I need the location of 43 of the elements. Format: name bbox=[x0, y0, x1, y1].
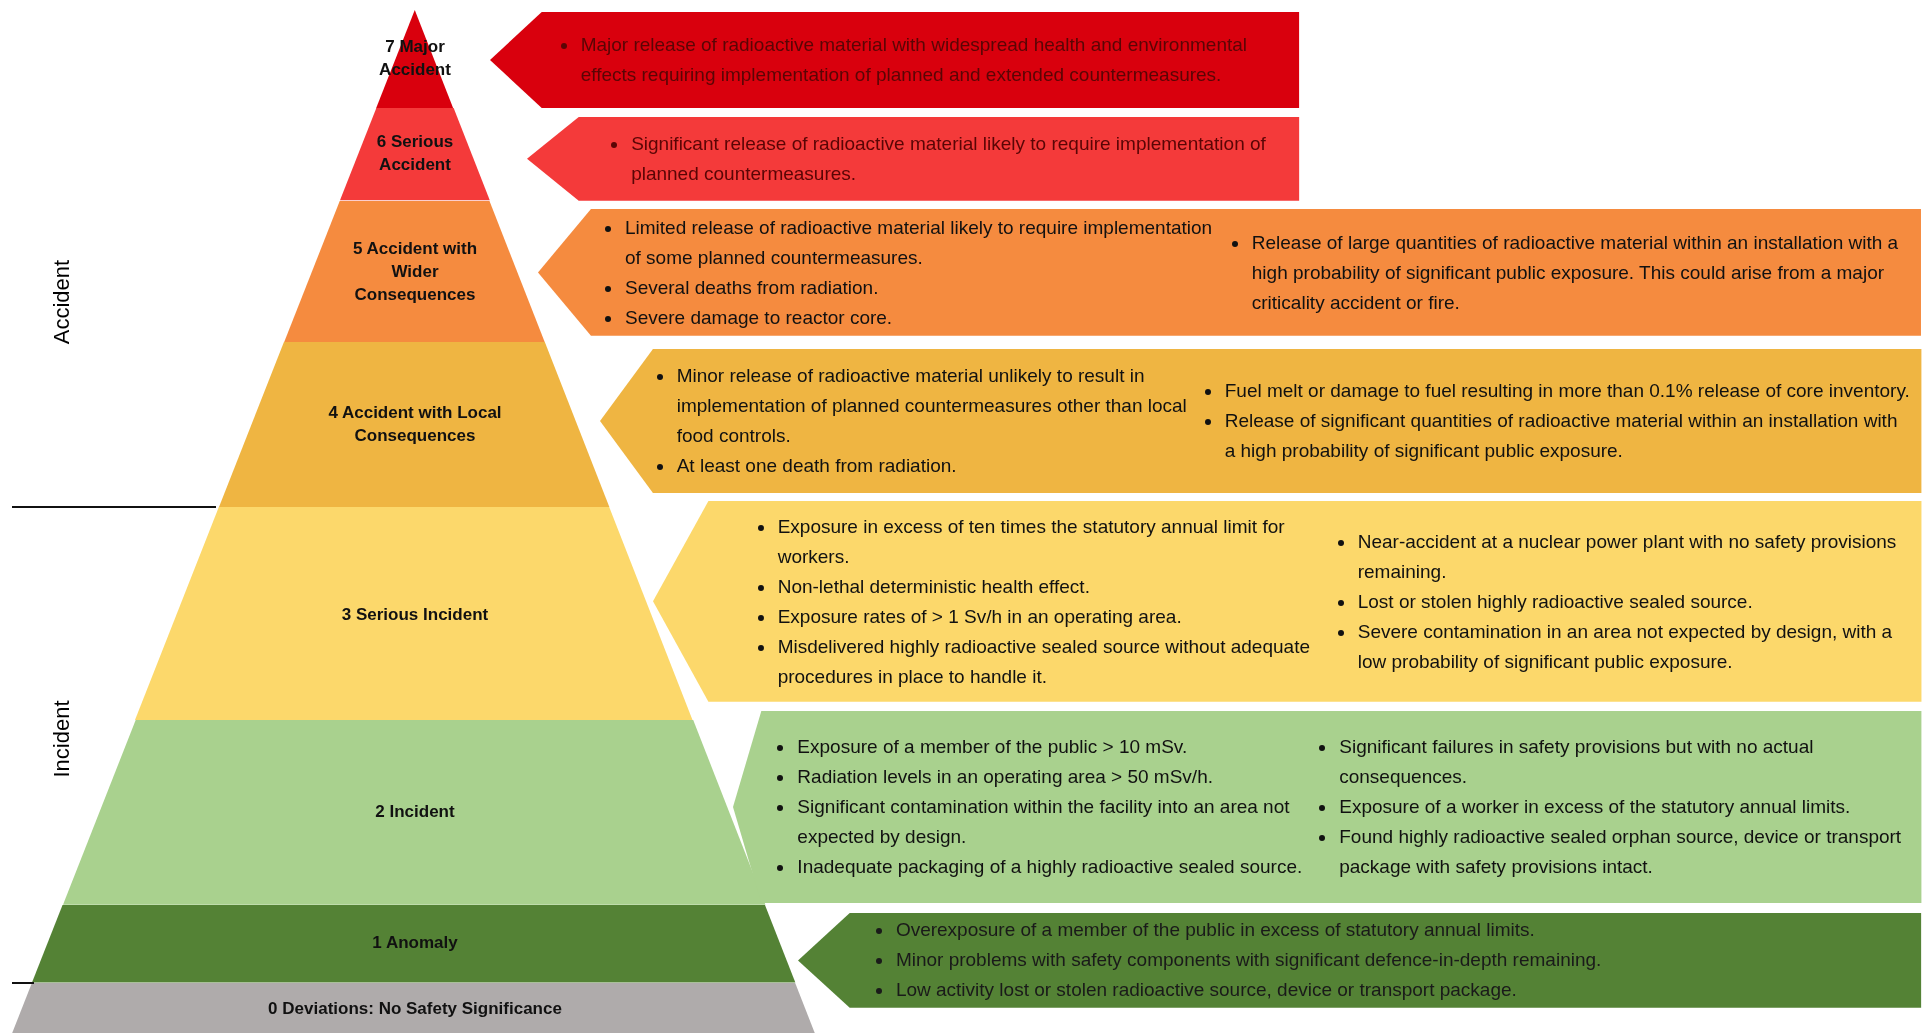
pyramid-level bbox=[32, 905, 796, 983]
level-label: 1 Anomaly bbox=[371, 931, 459, 954]
bullet-text: At least one death from radiation. bbox=[676, 454, 957, 476]
bullet-text: Exposure rates of > 1 Sv/h in an operating area. bbox=[777, 605, 1182, 627]
level-label: 3 Serious Incident bbox=[340, 603, 490, 626]
bullet-text: Significant release of radioactive material likely to require implementation of planned countermeasures. bbox=[631, 132, 1266, 184]
bullet-text: Overexposure of a member of the public in excess of statutory annual limits. bbox=[895, 918, 1535, 940]
level-label: 2 Incident bbox=[374, 800, 456, 823]
bullet-text: Fuel melt or damage to fuel resulting in more than 0.1% release of core inventory. bbox=[1224, 379, 1910, 401]
bullet-text: Low activity lost or stolen radioactive source, device or transport package. bbox=[895, 978, 1517, 1000]
bullet-text: Found highly radioactive sealed orphan source, device or transport package with safety provisions intact. bbox=[1339, 825, 1902, 877]
level-label: 4 Accident with Local Consequences bbox=[327, 401, 503, 447]
callout-arrow-box bbox=[527, 117, 1300, 201]
bullet-text: Minor release of radioactive material unlikely to result in implementation of planned countermeasures other than local food controls. bbox=[676, 364, 1187, 446]
bullet-text: Severe contamination in an area not expected by design, with a low probability of significant public exposure. bbox=[1357, 620, 1893, 672]
callout-arrow-box bbox=[490, 12, 1300, 109]
bullet-text: Lost or stolen highly radioactive sealed source. bbox=[1357, 590, 1753, 612]
bullet-text: Inadequate packaging of a highly radioactive sealed source. bbox=[797, 855, 1303, 877]
bullet-text: Release of large quantities of radioactive material within an installation with a high probability of significant public exposure. This could arise from a major criticality accident or fire. bbox=[1251, 231, 1899, 313]
bullet-text: Exposure of a worker in excess of the statutory annual limits. bbox=[1339, 795, 1851, 817]
bullet-text: Major release of radioactive material with widespread health and environmental effects requiring implementation of planned and extended countermeasures. bbox=[580, 34, 1248, 86]
bullet-text: Near-accident at a nuclear power plant with no safety provisions remaining. bbox=[1357, 530, 1897, 582]
pyramid-level bbox=[219, 342, 610, 508]
bullet-text: Non-lethal deterministic health effect. bbox=[777, 575, 1090, 597]
bullet-text: Significant contamination within the facility into an area not expected by design. bbox=[797, 795, 1290, 847]
bullet-text: Significant failures in safety provisions but with no actual consequences. bbox=[1339, 735, 1814, 787]
bullet-text: Exposure of a member of the public > 10 mSv. bbox=[797, 735, 1188, 757]
bullet-text: Misdelivered highly radioactive sealed source without adequate procedures in place to handle it. bbox=[777, 635, 1310, 687]
level-label: 5 Accident with Wider Consequences bbox=[351, 237, 478, 306]
pyramid-level bbox=[12, 982, 816, 1033]
side-label: Accident bbox=[48, 259, 75, 344]
bullet-text: Minor problems with safety components with significant defence-in-depth remaining. bbox=[895, 948, 1602, 970]
side-label: Incident bbox=[48, 700, 75, 778]
bullet-text: Limited release of radioactive material likely to require implementation of some planned countermeasures. bbox=[624, 216, 1213, 268]
bullet-text: Radiation levels in an operating area > 50 mSv/h. bbox=[797, 765, 1213, 787]
level-label: 6 Serious Accident bbox=[375, 131, 455, 176]
bullet-text: Several deaths from radiation. bbox=[624, 276, 879, 298]
bullet-text: Release of significant quantities of radioactive material within an installation with a high probability of significant public exposure. bbox=[1224, 409, 1898, 461]
pyramid-level bbox=[284, 200, 546, 343]
bullet-text: Severe damage to reactor core. bbox=[624, 306, 893, 328]
pyramid-level bbox=[135, 507, 693, 721]
level-label: 0 Deviations: No Safety Significance bbox=[267, 997, 563, 1020]
bullet-text: Exposure in excess of ten times the statutory annual limit for workers. bbox=[777, 515, 1285, 567]
